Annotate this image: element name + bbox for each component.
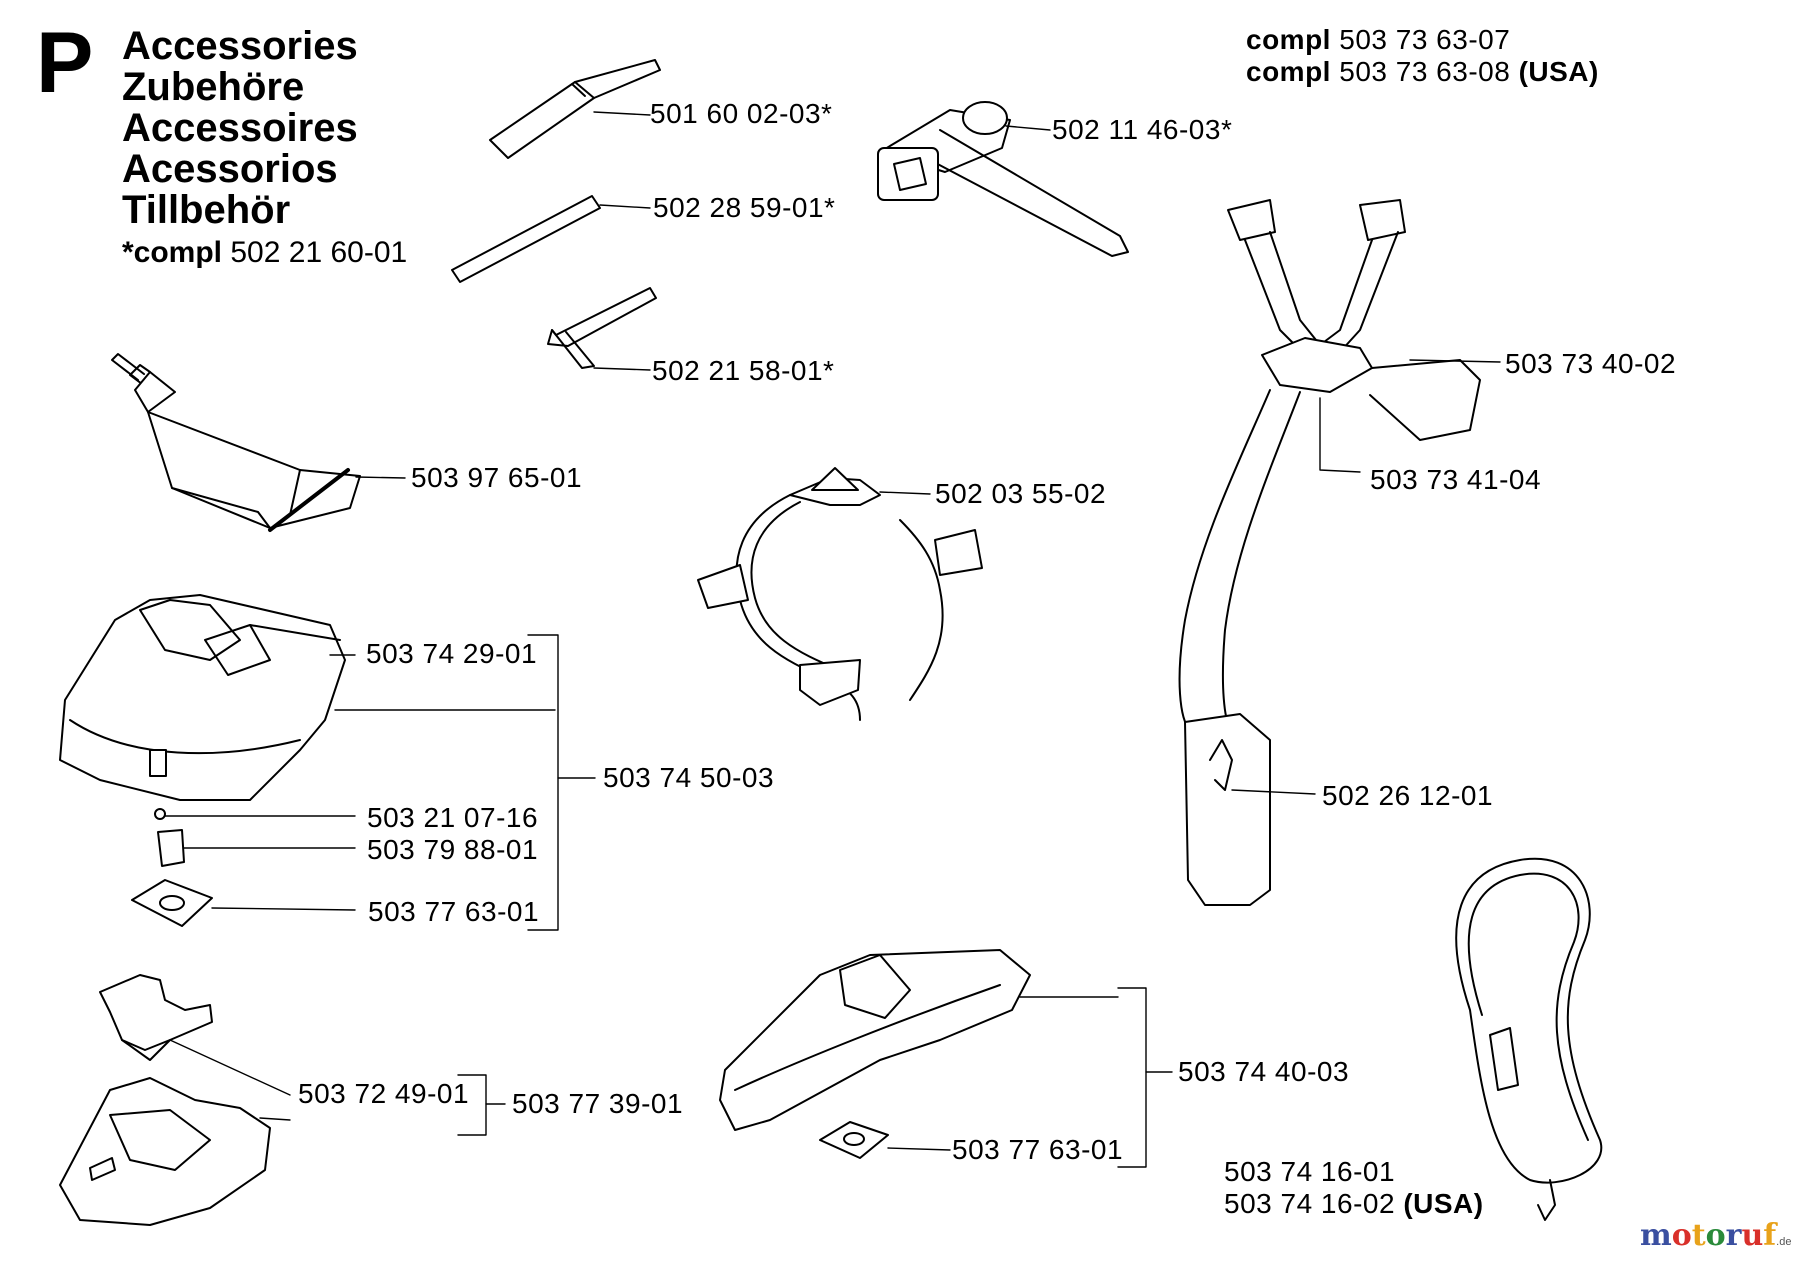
harness-kit-suffix: (USA) — [1518, 56, 1599, 87]
title-portuguese: Acessorios — [122, 147, 338, 191]
shoulder-strap-drawing — [1455, 857, 1603, 1221]
harness-kit-prefix: compl — [1246, 24, 1331, 55]
title-swedish: Tillbehör — [122, 188, 291, 232]
watermark-letter: t — [1691, 1218, 1706, 1253]
watermark-letter: u — [1741, 1218, 1764, 1253]
label-hook-pad: 502 26 12-01 — [1322, 780, 1494, 811]
label-guard-small-kit: 503 77 39-01 — [512, 1088, 684, 1119]
title-german: Zubehöre — [122, 65, 305, 109]
label-screwdriver: 501 60 02-03* — [650, 98, 833, 129]
guard-bracket-drawing — [99, 974, 291, 1096]
title-french: Accessoires — [122, 106, 358, 150]
label-harness-pad: 503 73 41-04 — [1370, 464, 1542, 495]
label-grease-tube: 503 97 65-01 — [411, 462, 583, 493]
title-block: Accessories Zubehöre Accessoires Acessor… — [122, 26, 358, 231]
watermark-letter: r — [1725, 1218, 1742, 1253]
label-harness-strap: 503 73 40-02 — [1505, 348, 1677, 379]
harness-frame-drawing — [697, 467, 983, 721]
label-clip: 503 79 88-01 — [367, 834, 539, 865]
label-guard-bracket: 503 72 49-01 — [298, 1078, 470, 1109]
harness-kit-prefix: compl — [1246, 56, 1331, 87]
label-hex-key: 502 21 58-01* — [652, 355, 835, 386]
label-guard-large-kit: 503 74 50-03 — [603, 762, 775, 793]
watermark-brand: motoruf — [1640, 1218, 1776, 1253]
shoulder-strap-line-2: 503 74 16-02 (USA) — [1224, 1188, 1484, 1220]
watermark-letter: m — [1640, 1218, 1672, 1253]
kit-note: *compl 502 21 60-01 — [122, 236, 407, 270]
watermark-logo: motoruf.de — [1640, 1218, 1791, 1253]
screwdriver-drawing — [489, 59, 661, 159]
label-harness-frame: 502 03 55-02 — [935, 478, 1107, 509]
label-combination-wrench: 502 11 46-03* — [1052, 114, 1233, 145]
shoulder-strap-number: 503 74 16-02 — [1224, 1188, 1396, 1219]
shoulder-harness-drawing — [1178, 199, 1501, 906]
grease-tube-drawing — [111, 353, 406, 532]
watermark-letter: f — [1763, 1218, 1777, 1253]
section-letter: P — [36, 15, 94, 111]
shoulder-strap-line-1: 503 74 16-01 — [1224, 1156, 1395, 1188]
shoulder-strap-suffix: (USA) — [1403, 1188, 1484, 1219]
watermark-tld: .de — [1776, 1236, 1792, 1248]
harness-kit-line-1: compl 503 73 63-07 — [1246, 24, 1510, 56]
blade-guard-drawing — [719, 949, 1119, 1159]
shoulder-strap-number: 503 74 16-01 — [1224, 1156, 1396, 1187]
kit-note-prefix: *compl — [122, 236, 223, 269]
label-blade-guard-kit: 503 74 40-03 — [1178, 1056, 1350, 1087]
watermark-letter: o — [1671, 1218, 1692, 1253]
watermark-letter: o — [1705, 1218, 1726, 1253]
small-hardware-drawing — [131, 808, 356, 927]
harness-kit-number: 503 73 63-07 — [1339, 24, 1511, 55]
small-guard-drawing — [59, 1077, 291, 1226]
label-screw: 503 21 07-16 — [367, 802, 539, 833]
label-plate-2: 503 77 63-01 — [952, 1134, 1124, 1165]
label-plate-1: 503 77 63-01 — [368, 896, 540, 927]
title-english: Accessories — [122, 24, 358, 68]
label-rod: 502 28 59-01* — [653, 192, 836, 223]
harness-kit-line-2: compl 503 73 63-08 (USA) — [1246, 56, 1599, 88]
rod-drawing — [451, 195, 651, 283]
large-guard-drawing — [59, 594, 556, 801]
kit-note-number: 502 21 60-01 — [230, 236, 408, 269]
hex-key-drawing — [547, 287, 657, 371]
label-guard-large: 503 74 29-01 — [366, 638, 538, 669]
combination-wrench-drawing — [877, 101, 1129, 257]
harness-kit-number: 503 73 63-08 — [1339, 56, 1511, 87]
